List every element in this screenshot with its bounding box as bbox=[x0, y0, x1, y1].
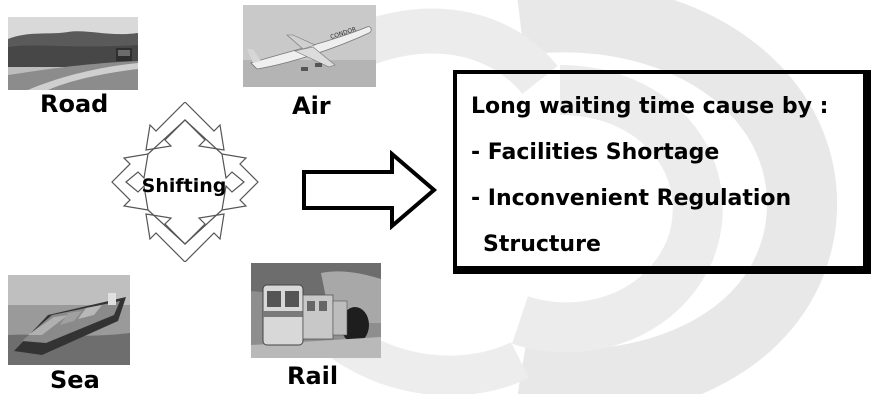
sea-photo bbox=[8, 275, 130, 365]
sea-label: Sea bbox=[50, 366, 100, 394]
road-photo bbox=[8, 17, 138, 90]
air-label: Air bbox=[292, 92, 331, 120]
cause-item: - Facilities Shortage bbox=[471, 140, 720, 165]
cause-title: Long waiting time cause by : bbox=[471, 94, 829, 119]
shifting-four-way-arrow bbox=[111, 102, 259, 262]
rail-label: Rail bbox=[287, 362, 339, 390]
rail-photo bbox=[251, 263, 381, 358]
shifting-label: Shifting bbox=[141, 175, 227, 197]
air-photo: CONDOR bbox=[243, 5, 376, 87]
cause-box: Long waiting time cause by : - Facilitie… bbox=[453, 70, 871, 274]
cause-item: - Inconvenient Regulation bbox=[471, 186, 792, 211]
right-arrow-icon bbox=[302, 150, 438, 230]
road-label: Road bbox=[40, 90, 109, 118]
cause-item: Structure bbox=[483, 232, 601, 257]
